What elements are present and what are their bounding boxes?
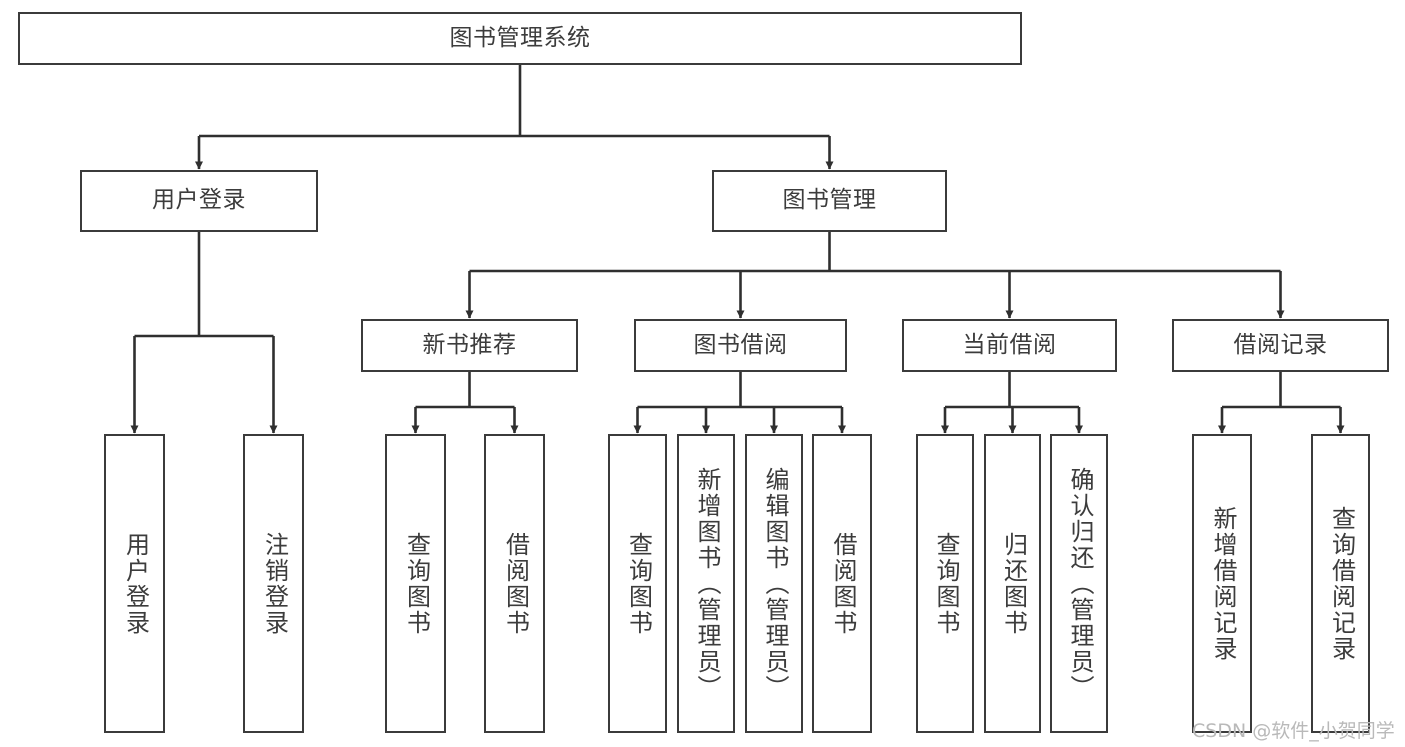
node-leaf-user-login[interactable]: 用户登录	[104, 434, 165, 733]
node-label: 查询借阅记录	[1327, 505, 1356, 662]
node-leaf-add-book[interactable]: 新增图书（管理员）	[677, 434, 735, 733]
node-book-manage[interactable]: 图书管理	[712, 170, 947, 232]
node-leaf-borrow-1[interactable]: 借阅图书	[484, 434, 545, 733]
node-leaf-edit-book[interactable]: 编辑图书（管理员）	[745, 434, 803, 733]
node-new-book-rec[interactable]: 新书推荐	[361, 319, 578, 372]
node-label: 查询图书	[931, 531, 960, 636]
node-leaf-query-2[interactable]: 查询图书	[608, 434, 667, 733]
node-leaf-query-1[interactable]: 查询图书	[385, 434, 446, 733]
node-leaf-borrow-2[interactable]: 借阅图书	[812, 434, 872, 733]
node-label: 图书管理系统	[449, 24, 591, 51]
node-label: 当前借阅	[962, 331, 1057, 358]
node-book-borrow[interactable]: 图书借阅	[634, 319, 847, 372]
node-label: 新增图书（管理员）	[692, 466, 721, 701]
node-borrow-record[interactable]: 借阅记录	[1172, 319, 1389, 372]
node-label: 图书管理	[782, 187, 877, 214]
node-label: 用户登录	[121, 531, 150, 636]
node-label: 确认归还（管理员）	[1065, 466, 1094, 701]
node-leaf-logout[interactable]: 注销登录	[243, 434, 304, 733]
node-leaf-query-rec[interactable]: 查询借阅记录	[1311, 434, 1370, 733]
csdn-watermark: CSDN @软件_小贺同学	[1192, 720, 1395, 742]
node-leaf-add-rec[interactable]: 新增借阅记录	[1192, 434, 1252, 733]
node-label: 借阅图书	[828, 531, 857, 636]
node-label: 编辑图书（管理员）	[760, 466, 789, 701]
node-label: 借阅图书	[501, 531, 530, 636]
node-label: 用户登录	[152, 187, 246, 214]
node-leaf-return[interactable]: 归还图书	[984, 434, 1041, 733]
node-label: 图书借阅	[693, 331, 788, 358]
node-label: 注销登录	[260, 531, 289, 636]
node-leaf-query-3[interactable]: 查询图书	[916, 434, 974, 733]
node-label: 新书推荐	[422, 331, 517, 358]
node-root[interactable]: 图书管理系统	[18, 12, 1022, 65]
node-label: 查询图书	[624, 531, 653, 636]
node-current-borrow[interactable]: 当前借阅	[902, 319, 1117, 372]
node-label: 借阅记录	[1233, 331, 1328, 358]
node-leaf-confirm[interactable]: 确认归还（管理员）	[1050, 434, 1108, 733]
node-label: 归还图书	[999, 531, 1028, 636]
node-user-login[interactable]: 用户登录	[80, 170, 318, 232]
node-label: 查询图书	[402, 531, 431, 636]
node-label: 新增借阅记录	[1208, 505, 1237, 662]
